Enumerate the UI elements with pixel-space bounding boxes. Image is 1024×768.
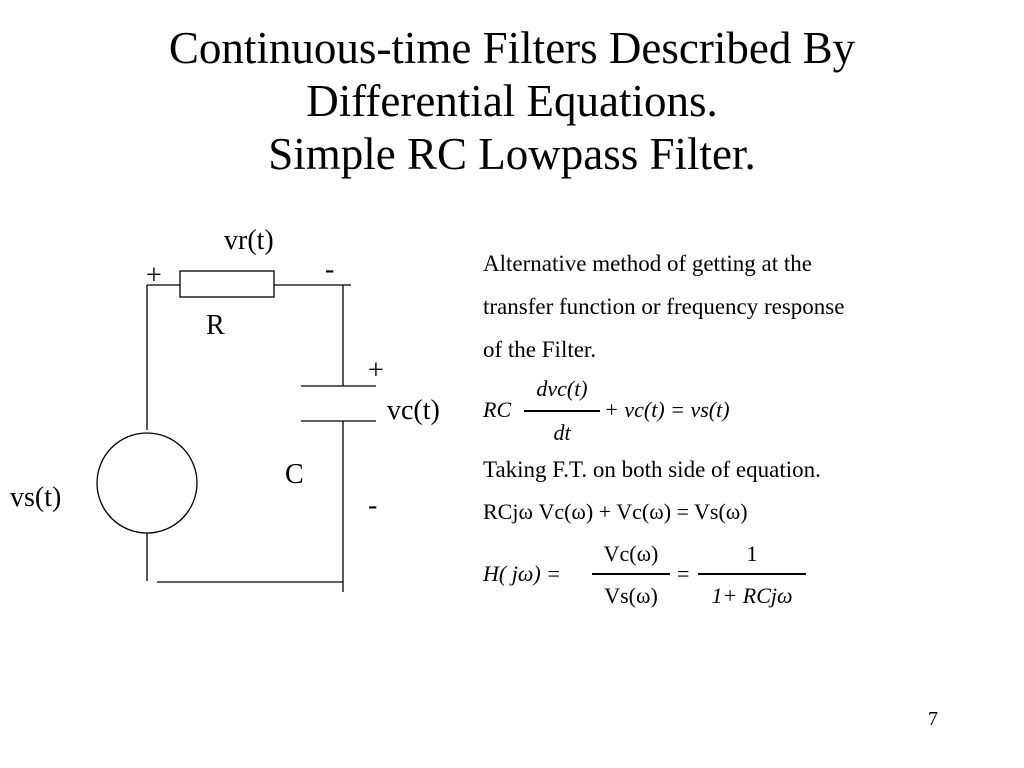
eq3-numerator-1: Vc(ω)	[603, 541, 659, 566]
minus-r-sign: -	[325, 254, 335, 285]
title-line-3: Simple RC Lowpass Filter.	[268, 129, 756, 179]
eq2-fourier-transform: RCjω Vc(ω) + Vc(ω) = Vs(ω)	[483, 499, 748, 524]
eq3-denominator-2: 1+ RCjω	[711, 583, 793, 608]
slide-title: Continuous-time Filters Described By Dif…	[0, 22, 1024, 181]
text-line-4: Taking F.T. on both side of equation.	[483, 457, 821, 482]
eq1-denominator: dt	[553, 420, 571, 445]
eq1-fraction-bar	[524, 410, 600, 412]
eq1-numerator: dvc(t)	[536, 376, 588, 401]
minus-c-sign: -	[368, 490, 378, 521]
title-line-1: Continuous-time Filters Described By	[168, 23, 856, 73]
eq3-numerator-2: 1	[746, 541, 758, 566]
eq3-fraction-bar-2	[698, 573, 806, 575]
text-line-3: of the Filter.	[483, 337, 597, 362]
plus-c-sign: +	[368, 355, 384, 386]
page-number: 7	[928, 708, 938, 730]
vs-label: vs(t)	[10, 482, 62, 513]
plus-r-sign: +	[146, 260, 162, 291]
text-line-2: transfer function or frequency response	[483, 294, 845, 319]
resistor-label: R	[206, 310, 225, 341]
eq1-rhs: + vc(t) = vs(t)	[604, 397, 730, 422]
capacitor-label: C	[285, 459, 304, 490]
eq1-lhs: RC	[483, 397, 512, 422]
vc-label: vc(t)	[387, 395, 440, 426]
eq3-fraction-bar-1	[592, 573, 670, 575]
eq3-equals: =	[677, 561, 690, 586]
eq3-denominator-1: Vs(ω)	[604, 583, 658, 608]
eq3-lhs: H( jω) =	[483, 561, 562, 586]
vr-label: vr(t)	[224, 225, 274, 256]
voltage-source-symbol	[96, 432, 198, 534]
title-line-2: Differential Equations.	[306, 76, 718, 126]
resistor-symbol	[179, 270, 275, 298]
text-line-1: Alternative method of getting at the	[483, 251, 812, 276]
